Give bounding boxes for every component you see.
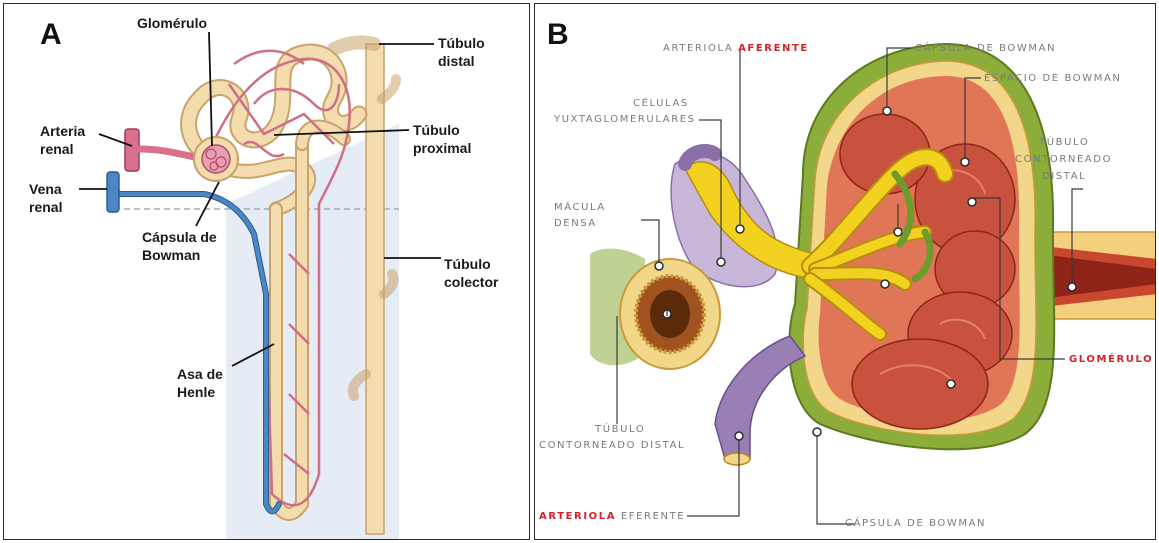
panel-b: B ARTERIOLA AFERENTE CÁPSULA DE BOWMAN E… — [534, 3, 1156, 540]
label-macula-line1: MÁCULA — [554, 200, 606, 215]
label-capsula-bowman-bottom: CÁPSULA DE BOWMAN — [845, 516, 986, 531]
panel-a-letter: A — [40, 18, 62, 52]
label-celulas-line1: CÉLULAS — [633, 96, 689, 111]
label-asa-henle-line1: Asa de — [177, 366, 223, 383]
label-capsula-bowman-top: CÁPSULA DE BOWMAN — [915, 41, 1056, 56]
glomerulus-a — [194, 137, 238, 181]
label-arteriola-aferente-word2: AFERENTE — [738, 43, 809, 54]
label-arteria-renal-line2: renal — [40, 141, 73, 158]
label-tubulo-distal-line1: Túbulo — [438, 35, 485, 52]
label-glomerulo-b: GLOMÉRULO — [1069, 352, 1153, 367]
label-tubulo-contorneado-right-line1: TÚBULO — [1039, 135, 1089, 150]
label-arteriola-aferente-word1: ARTERIOLA — [663, 43, 733, 54]
label-espacio-bowman: ESPACIO DE BOWMAN — [984, 71, 1122, 86]
label-capsula-bowman-line1: Cápsula de — [142, 229, 217, 246]
label-celulas-line2: YUXTAGLOMERULARES — [554, 112, 696, 127]
renal-vein-stub — [107, 172, 119, 212]
label-arteriola-eferente-word2: EFERENTE — [621, 511, 685, 522]
panel-b-letter: B — [547, 18, 569, 52]
label-tubulo-contorneado-right-line3: DISTAL — [1042, 169, 1086, 184]
label-glomerulo-a: Glomérulo — [137, 15, 207, 32]
label-tubulo-contorneado-left-line1: TÚBULO — [595, 422, 645, 437]
label-tubulo-distal-line2: distal — [438, 53, 475, 70]
label-arteriola-eferente-word1: ARTERIOLA — [539, 511, 616, 522]
label-macula-line2: DENSA — [554, 216, 597, 231]
label-tubulo-contorneado-right-line2: CONTORNEADO — [1015, 152, 1112, 167]
label-capsula-bowman-line2: Bowman — [142, 247, 200, 264]
efferent-arteriole-vessel — [715, 336, 805, 465]
label-tubulo-proximal-line2: proximal — [413, 140, 471, 157]
label-arteria-renal-line1: Arteria — [40, 123, 85, 140]
panel-a: A Glomérulo Túbulo distal Arteria renal … — [3, 3, 530, 540]
label-arteriola-aferente: ARTERIOLA AFERENTE — [663, 41, 809, 56]
label-tubulo-colector-line2: colector — [444, 274, 498, 291]
label-tubulo-colector-line1: Túbulo — [444, 256, 491, 273]
label-vena-renal-line2: renal — [29, 199, 62, 216]
label-arteriola-eferente: ARTERIOLA EFERENTE — [539, 509, 685, 524]
label-tubulo-contorneado-left-line2: CONTORNEADO DISTAL — [539, 438, 685, 453]
label-tubulo-proximal-line1: Túbulo — [413, 122, 460, 139]
label-vena-renal-line1: Vena — [29, 181, 62, 198]
label-asa-henle-line2: Henle — [177, 384, 215, 401]
